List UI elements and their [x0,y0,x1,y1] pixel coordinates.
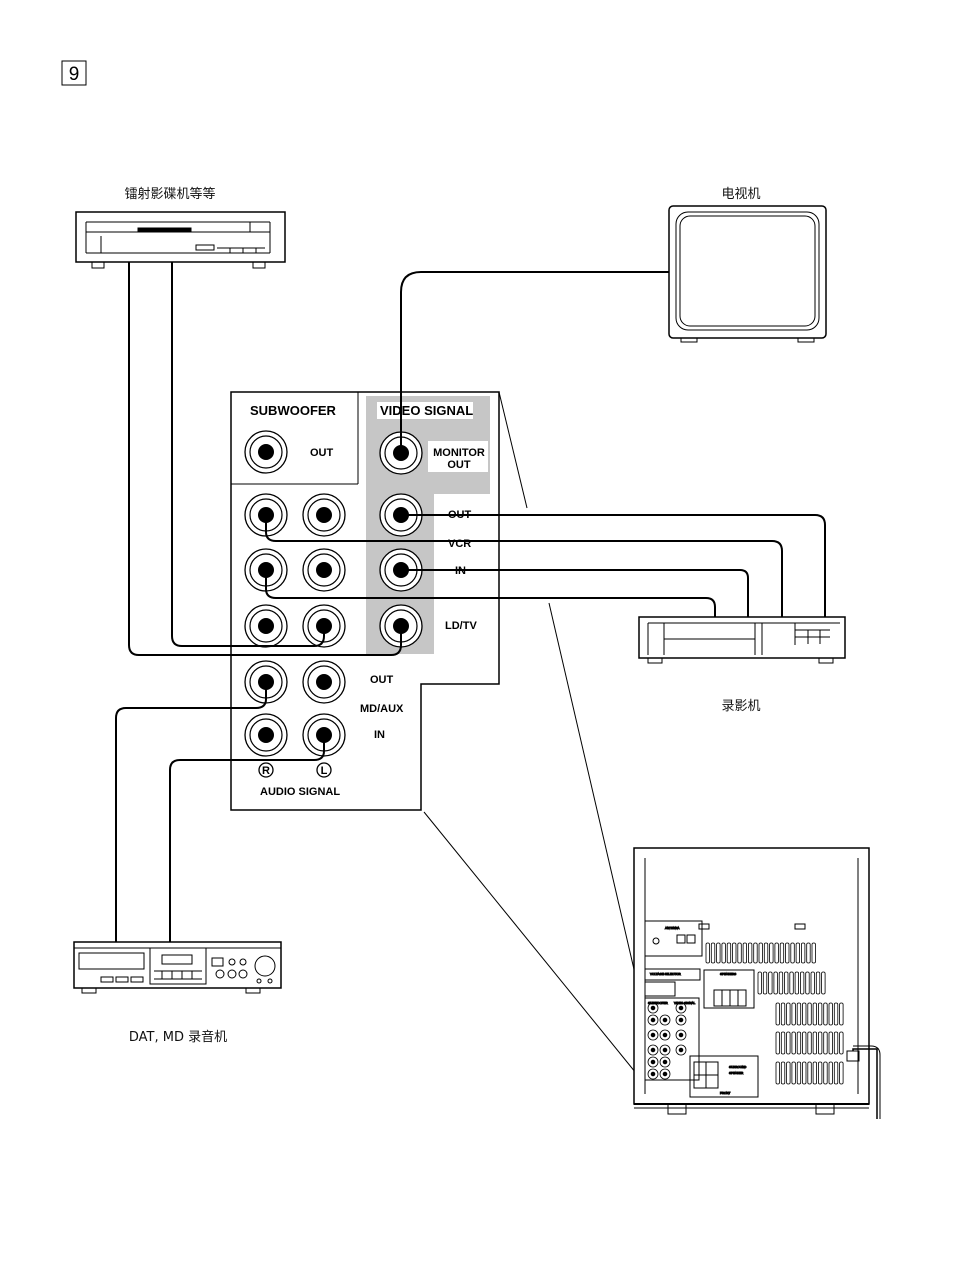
vcr-label-panel: VCR [448,538,471,550]
svg-text:SUBWOOFER: SUBWOOFER [648,1001,669,1005]
cable-ld-audio-l [171,262,325,647]
jack-md-in-l [302,713,346,757]
jack-ld-tv-r [244,604,288,648]
cable-vcr-audio-in [265,570,716,617]
dat-md-recorder [73,941,282,994]
subwoofer-title: SUBWOOFER [250,403,337,418]
cables [115,262,826,942]
cable-md-out [115,682,267,942]
cable-vcr-video-out [401,514,826,617]
recorder-label: DAT, MD 录音机 [129,1029,227,1045]
svg-text:FRONT: FRONT [720,1091,730,1095]
jack-subwoofer-out [244,430,288,474]
ld-tv-label: LD/TV [445,620,477,632]
jack-md-in-r [244,713,288,757]
md-aux-label: MD/AUX [360,703,404,715]
laserdisc-player [75,211,286,269]
page-number-text: 9 [69,64,80,85]
cable-vcr-video-in [401,569,749,617]
subwoofer-out-label: OUT [310,447,334,459]
rear-panel-enlarged: SUBWOOFER VIDEO SIGNAL OUT MONITOR OUT O… [230,391,500,811]
jack-vcr-out-l [302,493,346,537]
monitor-out-label-2: OUT [447,459,471,471]
zoom-guide-lines [423,391,641,1079]
md-out-label: OUT [370,674,394,686]
tv-label: 电视机 [721,187,760,202]
cable-tv-monitor [400,271,669,453]
cable-md-in [169,735,325,942]
jack-md-out-l [302,660,346,704]
svg-text:SURROUND: SURROUND [729,1065,747,1069]
page-number: 9 [61,60,87,86]
tv-set [668,205,827,343]
monitor-out-label-1: MONITOR [433,447,485,459]
main-unit-rear: ANTENNA VOLTAGE SELECTOR SUBWOOFER VIDEO… [633,847,881,1119]
audio-signal-title: AUDIO SIGNAL [260,786,340,798]
svg-text:SPEAKER: SPEAKER [729,1071,744,1075]
laserdisc-label: 镭射影碟机等等 [124,186,215,202]
jack-vcr-in-l [302,548,346,592]
video-signal-title: VIDEO SIGNAL [380,403,473,418]
cable-vcr-audio-out [265,515,783,617]
right-channel-label: R [262,765,270,777]
left-channel-label: L [321,765,328,777]
svg-text:VOLTAGE SELECTOR: VOLTAGE SELECTOR [650,972,682,976]
svg-text:SPEAKERS: SPEAKERS [720,972,736,976]
svg-text:ANTENNA: ANTENNA [665,926,679,930]
vcr-label: 录影机 [721,699,760,714]
vcr-deck [638,616,846,664]
svg-text:VIDEO SIGNAL: VIDEO SIGNAL [674,1001,696,1005]
md-in-label: IN [374,729,385,741]
cable-ld-video [128,262,402,656]
